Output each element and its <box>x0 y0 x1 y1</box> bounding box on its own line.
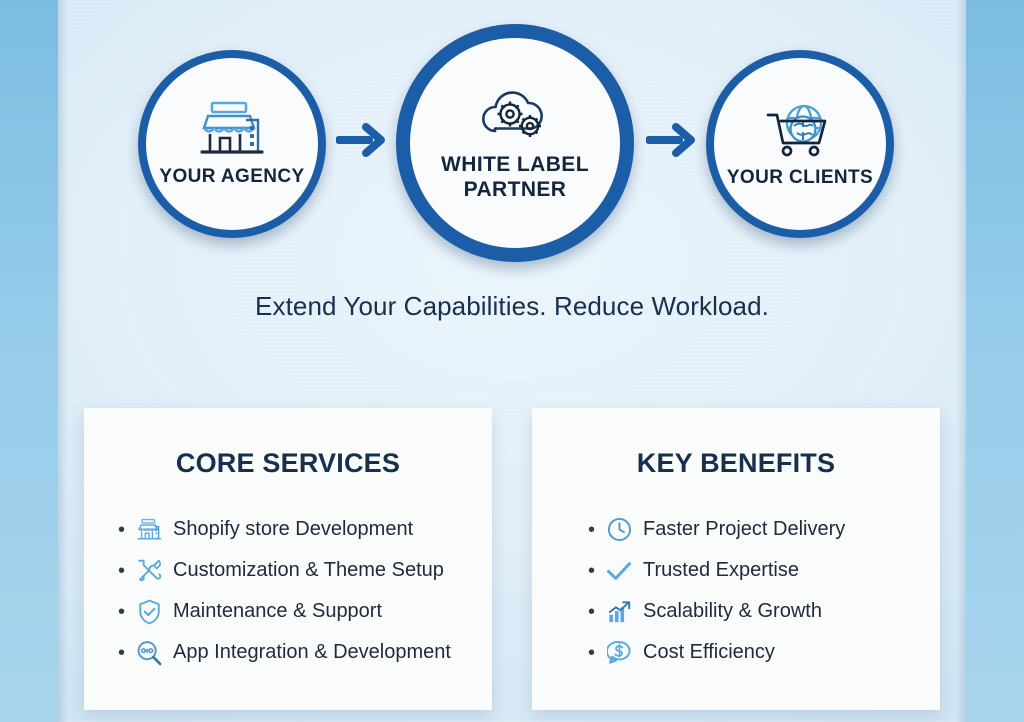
list-item-text: Faster Project Delivery <box>643 518 846 540</box>
dollar-bubble-icon <box>604 640 634 666</box>
flow-node-label-line2: PARTNER <box>463 178 567 201</box>
list-item-text: App Integration & Development <box>173 641 451 663</box>
storefront-icon <box>134 517 164 543</box>
shield-check-icon <box>134 599 164 625</box>
flow-node-your-clients[interactable]: YOUR CLIENTS <box>706 50 894 238</box>
cart-globe-icon <box>763 99 837 161</box>
growth-chart-icon <box>604 599 634 625</box>
bullet-glyph: • <box>118 600 126 623</box>
list-item[interactable]: • Faster Project Delivery <box>588 509 940 550</box>
card-title: KEY BENEFITS <box>636 448 836 478</box>
list-item[interactable]: • Maintenance & Support <box>118 591 492 632</box>
flow-node-label-line1: WHITE LABEL <box>441 153 589 177</box>
flow-node-your-agency[interactable]: YOUR AGENCY <box>138 50 326 238</box>
flow-node-label: YOUR CLIENTS <box>726 166 874 188</box>
list-item[interactable]: • Customization & Theme Setup <box>118 550 492 591</box>
card-title: CORE SERVICES <box>175 448 401 478</box>
process-flow: YOUR AGENCY <box>58 0 966 290</box>
bullet-glyph: • <box>588 641 596 664</box>
core-services-list: • Shopify store Develo <box>84 509 492 673</box>
card-key-benefits: KEY BENEFITS • Faster Project Delivery • <box>532 408 940 710</box>
list-item-text: Shopify store Development <box>173 518 414 540</box>
key-benefits-list: • Faster Project Delivery • Trusted Expe… <box>532 509 940 673</box>
flow-node-label: WHITE LABEL PARTNER <box>441 153 589 203</box>
list-item-text: Cost Efficiency <box>643 641 775 663</box>
flow-node-label: YOUR AGENCY <box>159 165 305 187</box>
list-item-text: Scalability & Growth <box>643 600 822 622</box>
bullet-glyph: • <box>588 600 596 623</box>
list-item[interactable]: • Shopify store Develo <box>118 509 492 550</box>
list-item[interactable]: • Scalability & Growth <box>588 591 940 632</box>
check-icon <box>604 558 634 584</box>
flow-node-white-label-partner[interactable]: WHITE LABEL PARTNER <box>396 24 634 262</box>
storefront-icon <box>196 100 268 160</box>
clock-icon <box>604 517 634 543</box>
magnifier-app-icon <box>134 640 164 666</box>
tools-icon <box>134 558 164 584</box>
list-item-text: Trusted Expertise <box>643 559 799 581</box>
list-item[interactable]: • App Integration & Development <box>118 632 492 673</box>
bullet-glyph: • <box>588 518 596 541</box>
arrow-right-icon <box>335 120 388 160</box>
list-item-text: Customization & Theme Setup <box>173 559 444 581</box>
bullet-glyph: • <box>588 559 596 582</box>
cloud-gears-icon <box>472 83 558 145</box>
bullet-glyph: • <box>118 641 126 664</box>
tagline: Extend Your Capabilities. Reduce Workloa… <box>255 291 769 321</box>
arrow-right-icon <box>645 120 698 160</box>
list-item[interactable]: • Cost Efficiency <box>588 632 940 673</box>
bullet-glyph: • <box>118 518 126 541</box>
list-item-text: Maintenance & Support <box>173 600 383 622</box>
bullet-glyph: • <box>118 559 126 582</box>
list-item[interactable]: • Trusted Expertise <box>588 550 940 591</box>
card-core-services: CORE SERVICES • <box>84 408 492 710</box>
